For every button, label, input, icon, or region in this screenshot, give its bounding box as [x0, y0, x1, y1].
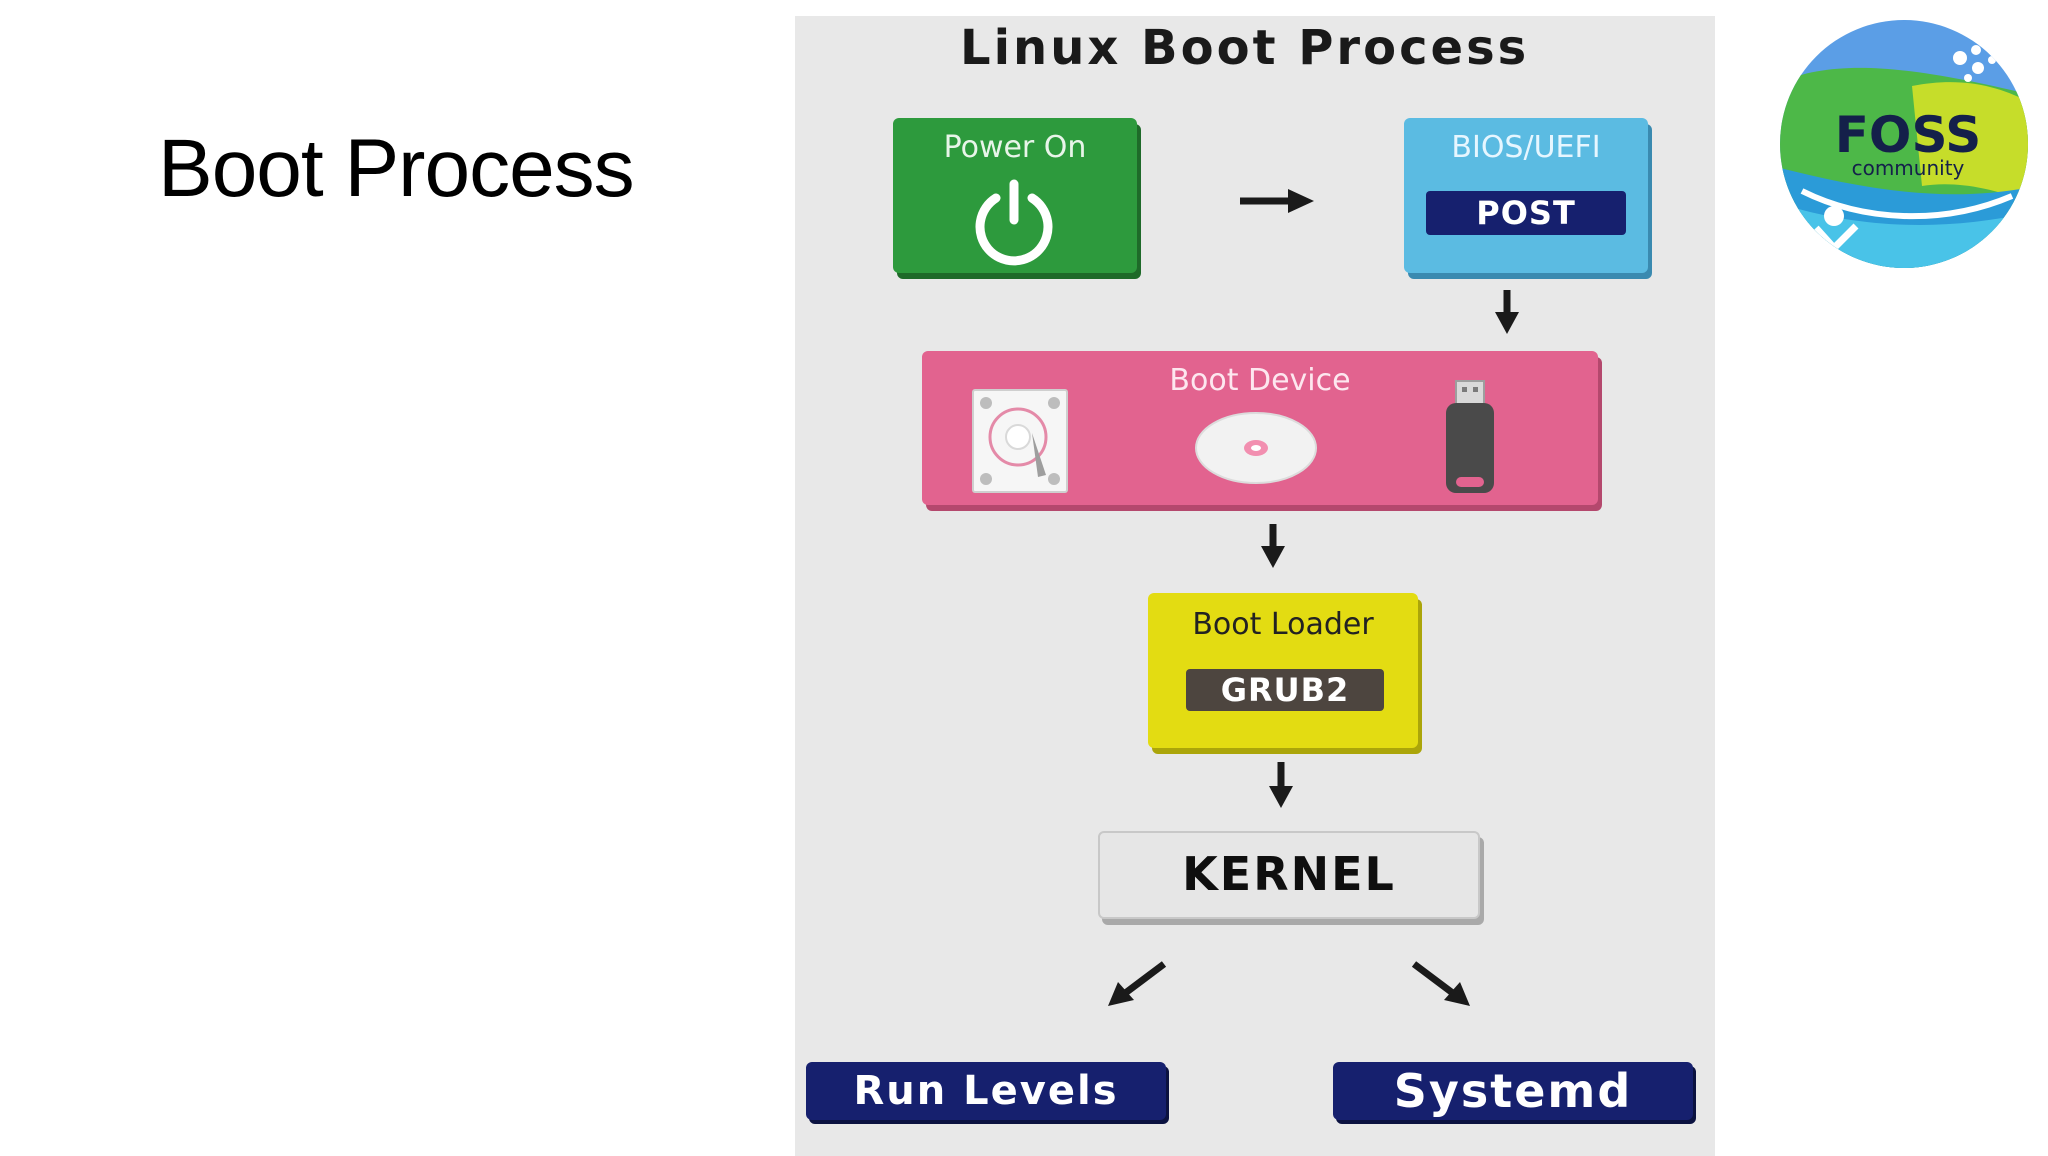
- run-levels-badge: Run Levels: [806, 1062, 1166, 1120]
- arrow-down-left-icon: [1108, 961, 1167, 1006]
- diagram-title: Linux Boot Process: [960, 20, 1530, 76]
- systemd-badge: Systemd: [1333, 1062, 1693, 1120]
- kernel-block: KERNEL: [1098, 831, 1480, 919]
- arrow-down-right-icon: [1411, 961, 1470, 1006]
- logo-text: FOSS: [1835, 106, 1981, 164]
- kernel-label: KERNEL: [1182, 847, 1396, 901]
- bios-uefi-block: BIOS/UEFI POST: [1404, 118, 1648, 273]
- arrow-down-icon: [1495, 290, 1519, 334]
- logo-subtext: community: [1852, 156, 1965, 180]
- slide-title: Boot Process: [158, 123, 635, 214]
- arrow-down-icon: [1261, 524, 1285, 568]
- grub2-tag: GRUB2: [1186, 669, 1384, 711]
- power-on-label: Power On: [943, 130, 1087, 165]
- foss-community-logo: FOSS community: [1780, 20, 2028, 268]
- arrow-right-icon: [1240, 189, 1314, 213]
- bios-uefi-label: BIOS/UEFI: [1451, 130, 1601, 165]
- boot-loader-block: Boot Loader GRUB2: [1148, 593, 1418, 748]
- hard-drive-icon: [972, 389, 1068, 493]
- power-on-block: Power On: [893, 118, 1137, 273]
- boot-device-block: Boot Device: [922, 351, 1598, 505]
- boot-device-label: Boot Device: [1169, 363, 1351, 398]
- optical-disc-icon: [1194, 411, 1318, 485]
- boot-loader-label: Boot Loader: [1192, 607, 1374, 642]
- power-icon: [975, 179, 1053, 266]
- arrow-down-icon: [1269, 762, 1293, 808]
- usb-drive-icon: [1440, 379, 1500, 499]
- post-tag: POST: [1426, 191, 1626, 235]
